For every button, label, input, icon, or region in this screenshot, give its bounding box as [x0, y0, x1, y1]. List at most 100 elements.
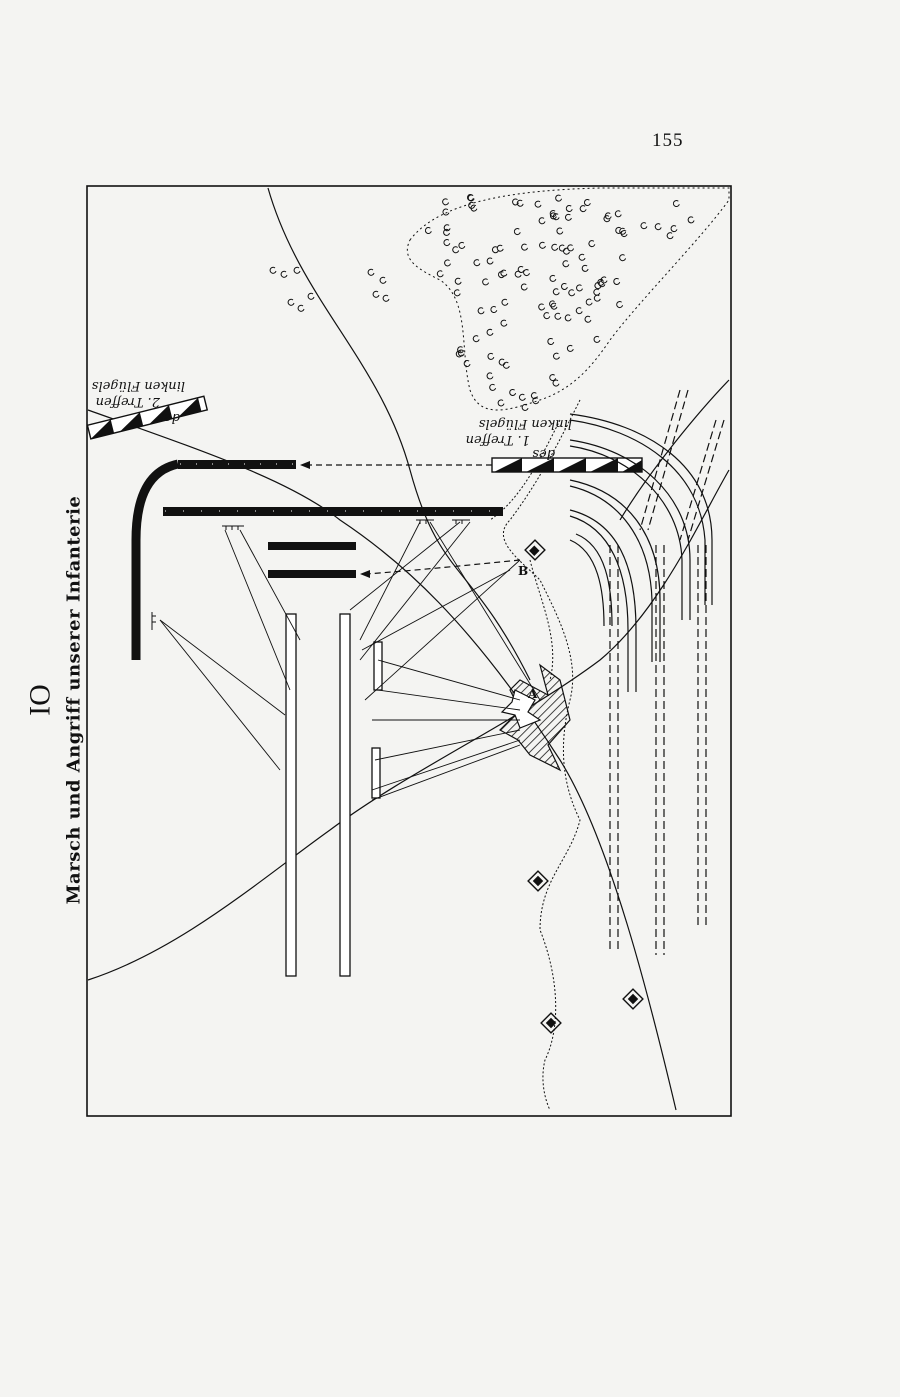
- page-number: 155: [652, 130, 684, 151]
- tree-symbol: [486, 257, 494, 265]
- tree-symbol: [553, 352, 560, 360]
- tree-symbol: [563, 247, 570, 255]
- arrowheads: [300, 461, 370, 578]
- tree-symbol: [564, 213, 572, 221]
- tree-symbol: [654, 223, 662, 231]
- tree-symbol: [575, 307, 583, 315]
- tree-symbol: [521, 404, 529, 411]
- tree-symbol: [604, 212, 612, 220]
- tree-symbol: [640, 222, 648, 230]
- tree-symbol: [453, 289, 461, 297]
- tree-symbol: [280, 270, 288, 278]
- tree-symbol: [556, 227, 564, 235]
- tree-symbol: [382, 294, 390, 302]
- tree-symbol: [670, 225, 678, 233]
- tree-symbol: [297, 304, 305, 312]
- tree-symbol: [549, 374, 557, 382]
- tree-symbol: [554, 312, 562, 320]
- tree-symbol: [463, 360, 471, 367]
- roads: [87, 187, 730, 1111]
- tree-symbol: [579, 205, 587, 213]
- redoubts: [524, 539, 644, 1034]
- svg-text:des: des: [532, 446, 555, 461]
- tree-symbol: [502, 361, 510, 369]
- tree-symbol: [576, 284, 583, 292]
- tree-symbol: [552, 213, 560, 221]
- tree-symbol: [497, 399, 505, 407]
- tree-symbol: [287, 298, 295, 306]
- tree-symbol: [552, 288, 560, 296]
- tree-symbol: [442, 208, 450, 216]
- tree-symbol: [496, 244, 504, 252]
- tree-symbol: [473, 259, 481, 267]
- tree-symbol: [593, 335, 601, 343]
- svg-text:linken Flügels: linken Flügels: [479, 416, 572, 431]
- tree-symbol: [567, 244, 575, 252]
- first-line-label: des 1. Treffen linken Flügels: [466, 416, 572, 461]
- second-line-left-wing: [86, 395, 209, 440]
- battery-marks: [151, 519, 470, 630]
- tree-symbol: [470, 204, 478, 212]
- tree-symbol: [583, 199, 591, 206]
- tree-symbol: [584, 315, 592, 323]
- tree-symbol: [549, 274, 557, 282]
- tree-symbol: [551, 243, 559, 251]
- forest-area: [269, 187, 730, 411]
- tree-symbol: [547, 338, 555, 345]
- svg-text:1. Treffen: 1. Treffen: [466, 432, 530, 447]
- tree-symbol: [619, 227, 627, 235]
- tree-symbol: [555, 194, 563, 202]
- tree-symbol: [619, 254, 627, 262]
- tree-symbol: [436, 270, 444, 278]
- tree-symbol: [269, 266, 277, 274]
- movement-arrows: [306, 464, 521, 575]
- tree-symbol: [588, 240, 596, 248]
- enemy-columns-dashed: [609, 389, 725, 955]
- tree-symbol: [552, 379, 560, 387]
- tree-symbol: [600, 276, 608, 284]
- tree-symbol: [509, 389, 517, 396]
- tree-symbol: [539, 241, 546, 249]
- tree-symbol: [513, 228, 521, 236]
- tree-symbol: [458, 242, 466, 249]
- tree-symbol: [472, 335, 480, 343]
- tree-symbol: [443, 224, 451, 232]
- tree-symbol: [564, 314, 572, 322]
- tree-symbol: [562, 260, 570, 268]
- tree-symbol: [593, 294, 601, 302]
- tree-symbol: [443, 228, 450, 236]
- tree-symbol: [616, 301, 624, 309]
- tree-symbol: [372, 290, 380, 298]
- tree-symbol: [517, 266, 525, 273]
- tree-symbol: [520, 283, 528, 291]
- tree-symbol: [444, 259, 451, 267]
- tree-symbol: [486, 328, 494, 336]
- tree-symbol: [549, 212, 557, 220]
- village-a-fort: [499, 663, 571, 772]
- enemy-columns-solid: [569, 413, 713, 692]
- tree-symbol: [530, 392, 538, 400]
- tree-symbol: [367, 268, 375, 276]
- infantry-columns: [285, 613, 383, 977]
- tree-symbol: [293, 266, 301, 274]
- tree-symbol: [454, 277, 462, 285]
- tree-symbol: [457, 346, 465, 354]
- tree-symbol: [558, 244, 566, 252]
- tree-symbol: [307, 292, 315, 300]
- tree-symbol: [613, 278, 621, 285]
- tree-symbol: [487, 352, 495, 360]
- tree-symbol: [538, 303, 546, 311]
- svg-text:des: des: [157, 410, 180, 425]
- tree-symbol: [500, 319, 508, 327]
- tree-symbol: [518, 393, 526, 401]
- tree-symbol: [614, 210, 622, 218]
- fire-lines: [159, 521, 541, 801]
- tree-symbol: [500, 269, 508, 277]
- svg-text:2. Treffen: 2. Treffen: [96, 394, 161, 409]
- tree-symbol: [443, 239, 451, 247]
- tree-symbol: [687, 216, 695, 224]
- tree-symbol: [379, 276, 387, 284]
- tree-symbol: [489, 383, 497, 391]
- first-line-left-wing: [491, 457, 643, 473]
